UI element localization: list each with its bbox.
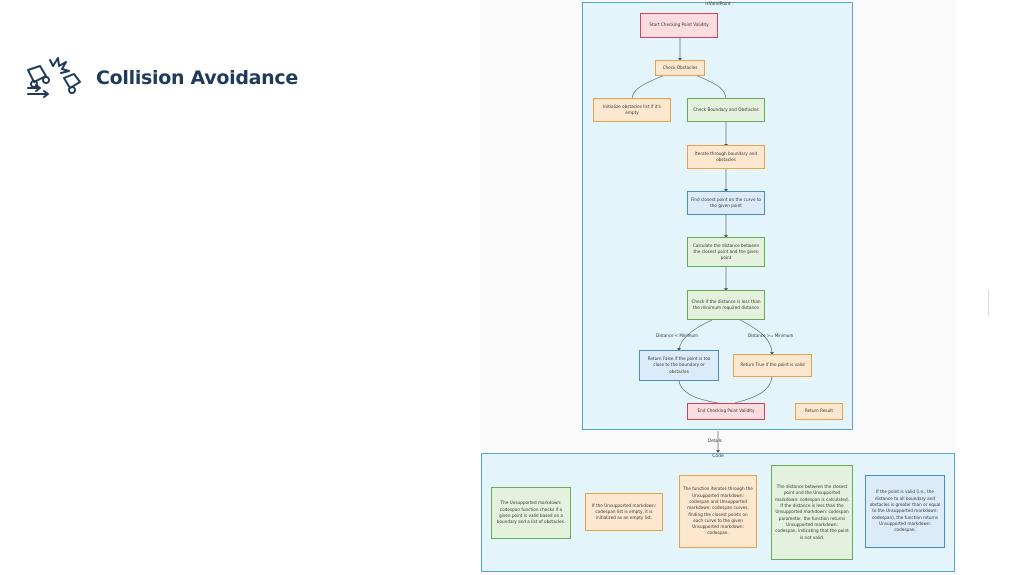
logo: Collision Avoidance [26,56,298,100]
node-check-obstacles[interactable]: Check Obstacles [655,60,705,76]
node-closest-point[interactable]: Find closest point on the curve to the g… [687,191,765,215]
code-note-1[interactable]: The Unsupported markdown: codespan funct… [491,487,571,539]
code-title: Code [712,454,724,459]
node-check-less[interactable]: Check if the distance is less than the m… [687,290,765,320]
flow-title: isValidPoint [705,2,731,7]
code-note-3[interactable]: The function iterates through the Unsupp… [679,475,757,548]
code-note-5[interactable]: If the point is valid (i.e., the distanc… [865,475,945,548]
car-collision-icon [27,57,81,98]
node-iterate[interactable]: Iterate through boundary and obstacles [687,145,765,169]
node-return-result[interactable]: Return Result [795,403,843,420]
node-return-true[interactable]: Return True if the point is valid [733,354,812,377]
scroll-marker[interactable] [988,290,989,316]
edge-label-less: Distance < Minimum [656,333,698,338]
details-link-label: Details [708,438,722,443]
node-check-boundary[interactable]: Check Boundary and Obstacles [687,98,765,122]
node-start[interactable]: Start Checking Point Validity [640,13,718,38]
node-calc-distance[interactable]: Calculate the distance between the close… [687,237,765,267]
logo-title: Collision Avoidance [96,67,298,89]
edge-label-geq: Distance >= Minimum [748,333,794,338]
node-return-false[interactable]: Return False if the point is too close t… [639,350,719,381]
node-init-obstacles[interactable]: Initialize obstacles list if it's empty [593,98,671,122]
node-end[interactable]: End Checking Point Validity [687,403,765,420]
code-note-2[interactable]: If the Unsupported markdown: codespan li… [585,493,663,531]
code-note-4[interactable]: The distance between the closest point a… [771,465,853,560]
